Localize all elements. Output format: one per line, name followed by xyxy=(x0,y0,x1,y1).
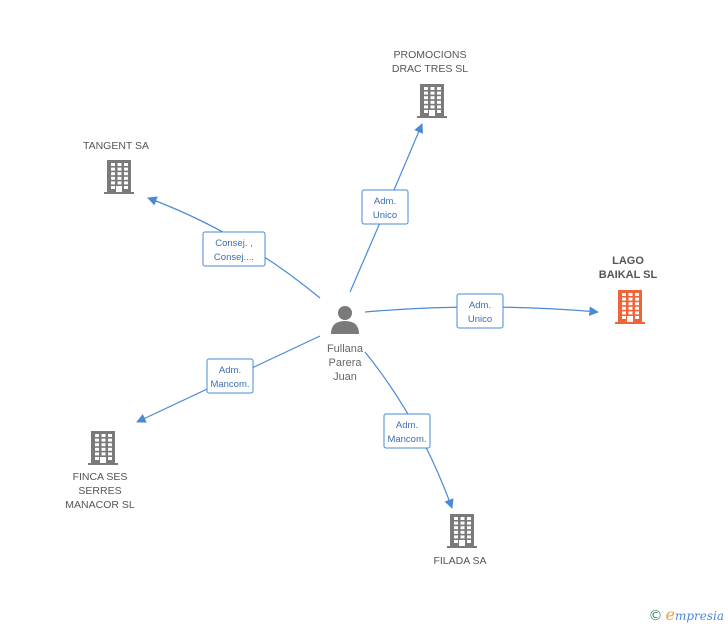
company-node-filada[interactable]: FILADA SA xyxy=(433,514,487,567)
company-label-promocions-line-1: DRAC TRES SL xyxy=(392,63,468,75)
brand-name: mpresia xyxy=(674,609,724,623)
company-label-finca-line-2: MANACOR SL xyxy=(65,499,135,511)
company-label-finca-line-1: SERRES xyxy=(78,485,121,497)
relation-text-finca-line-1: Mancom. xyxy=(210,379,249,390)
company-label-filada-line-0: FILADA SA xyxy=(433,555,486,567)
building-icon xyxy=(88,431,118,465)
relation-text-finca-line-0: Adm. xyxy=(219,365,241,376)
building-icon xyxy=(447,514,477,548)
company-label-finca-line-0: FINCA SES xyxy=(73,471,128,483)
relation-box xyxy=(361,189,409,225)
relation-text-promocions-line-0: Adm. xyxy=(374,196,396,207)
relation-label-promocions[interactable]: Adm. Unico xyxy=(361,189,409,225)
relation-box xyxy=(383,413,431,449)
relation-text-tangent-line-1: Consej.... xyxy=(214,252,254,263)
edges-layer xyxy=(136,123,599,509)
company-label-tangent-line-0: TANGENT SA xyxy=(83,140,149,152)
relation-box xyxy=(206,358,254,394)
relation-text-lago-line-1: Unico xyxy=(468,314,492,325)
empresia-watermark[interactable]: ©empresia xyxy=(648,605,724,624)
person-label-line-0: Fullana xyxy=(327,343,364,355)
building-icon xyxy=(615,290,645,324)
company-node-lago[interactable]: LAGO BAIKAL SL xyxy=(599,255,658,324)
company-label-lago-line-1: BAIKAL SL xyxy=(599,269,658,281)
relation-label-lago[interactable]: Adm. Unico xyxy=(456,293,504,329)
relation-text-lago-line-0: Adm. xyxy=(469,300,491,311)
relation-text-filada-line-0: Adm. xyxy=(396,420,418,431)
relation-label-filada[interactable]: Adm. Mancom. xyxy=(383,413,431,449)
company-node-finca[interactable]: FINCA SES SERRES MANACOR SL xyxy=(65,431,135,511)
company-label-promocions-line-0: PROMOCIONS xyxy=(394,49,467,61)
person-label-line-2: Juan xyxy=(333,371,357,383)
person-icon xyxy=(331,306,359,334)
building-icon xyxy=(104,160,134,194)
company-node-tangent[interactable]: TANGENT SA xyxy=(83,140,149,194)
person-label-line-1: Parera xyxy=(328,357,362,369)
relation-box xyxy=(202,231,266,267)
relation-label-tangent[interactable]: Consej. , Consej.... xyxy=(202,231,266,267)
copyright-symbol: © xyxy=(648,608,663,624)
brand-initial: e xyxy=(665,605,675,624)
relation-label-finca[interactable]: Adm. Mancom. xyxy=(206,358,254,394)
building-icon xyxy=(417,84,447,118)
company-node-promocions[interactable]: PROMOCIONS DRAC TRES SL xyxy=(392,49,468,118)
relation-box xyxy=(456,293,504,329)
company-label-lago-line-0: LAGO xyxy=(612,255,644,267)
relation-text-filada-line-1: Mancom. xyxy=(387,434,426,445)
relation-text-promocions-line-1: Unico xyxy=(373,210,397,221)
relation-text-tangent-line-0: Consej. , xyxy=(215,238,253,249)
